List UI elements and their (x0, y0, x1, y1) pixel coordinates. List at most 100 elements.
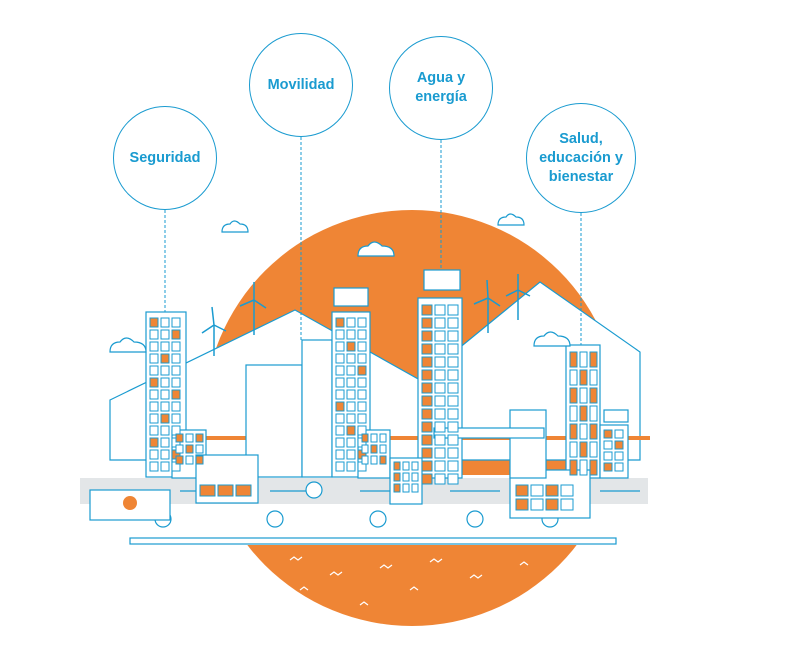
window (434, 421, 446, 433)
window (185, 433, 194, 443)
window (421, 317, 433, 329)
window (447, 421, 459, 433)
window (530, 498, 544, 511)
window (346, 377, 356, 388)
wind-turbines (201, 274, 531, 356)
category-movilidad[interactable]: Movilidad (249, 33, 353, 137)
window (160, 425, 170, 436)
window (560, 498, 574, 511)
window (335, 353, 345, 364)
window (346, 329, 356, 340)
window (402, 483, 410, 493)
window (149, 449, 159, 460)
window (379, 444, 387, 454)
window (346, 353, 356, 364)
window (421, 343, 433, 355)
window (411, 461, 419, 471)
window (149, 461, 159, 472)
window (434, 434, 446, 446)
window (603, 462, 613, 472)
window (335, 425, 345, 436)
window (199, 484, 216, 497)
window (569, 405, 578, 422)
window (589, 441, 598, 458)
window (160, 377, 170, 388)
window (434, 447, 446, 459)
window (175, 433, 184, 443)
windows (149, 304, 624, 511)
window (357, 329, 367, 340)
category-salud[interactable]: Salud, educación y bienestar (526, 103, 636, 213)
window (515, 484, 529, 497)
window (149, 317, 159, 328)
window (411, 472, 419, 482)
window (346, 413, 356, 424)
window (160, 413, 170, 424)
window (589, 423, 598, 440)
window (346, 437, 356, 448)
window (361, 433, 369, 443)
recycle-icon (123, 496, 137, 510)
window (447, 473, 459, 485)
window (149, 389, 159, 400)
window (421, 447, 433, 459)
window (393, 461, 401, 471)
window (335, 365, 345, 376)
window (357, 413, 367, 424)
window (603, 440, 613, 450)
window (434, 317, 446, 329)
window (335, 389, 345, 400)
window (149, 401, 159, 412)
window (149, 329, 159, 340)
window (569, 459, 578, 476)
window (447, 317, 459, 329)
window (185, 455, 194, 465)
window (434, 408, 446, 420)
window (447, 356, 459, 368)
window (589, 351, 598, 368)
window (447, 382, 459, 394)
window (346, 449, 356, 460)
window (434, 460, 446, 472)
window (175, 455, 184, 465)
window (421, 369, 433, 381)
window (361, 444, 369, 454)
window (195, 444, 204, 454)
window (335, 329, 345, 340)
window (393, 483, 401, 493)
window (149, 377, 159, 388)
window (346, 389, 356, 400)
category-seguridad[interactable]: Seguridad (113, 106, 217, 210)
water-waves (239, 556, 529, 606)
window (421, 330, 433, 342)
window (421, 408, 433, 420)
window (579, 351, 588, 368)
window (589, 369, 598, 386)
window (569, 351, 578, 368)
window (402, 472, 410, 482)
window (434, 343, 446, 355)
window (361, 455, 369, 465)
window (171, 329, 181, 340)
window (195, 455, 204, 465)
window (149, 365, 159, 376)
window (447, 369, 459, 381)
window (195, 433, 204, 443)
window (569, 369, 578, 386)
window (579, 405, 588, 422)
window (235, 484, 252, 497)
window (160, 353, 170, 364)
clouds (109, 213, 571, 353)
window (434, 395, 446, 407)
window (421, 304, 433, 316)
bridge (129, 537, 617, 545)
window (447, 460, 459, 472)
window (569, 387, 578, 404)
window (185, 444, 194, 454)
category-agua-energia[interactable]: Agua y energía (389, 36, 493, 140)
window (579, 441, 588, 458)
window (434, 356, 446, 368)
window (569, 423, 578, 440)
window (447, 434, 459, 446)
window (447, 343, 459, 355)
